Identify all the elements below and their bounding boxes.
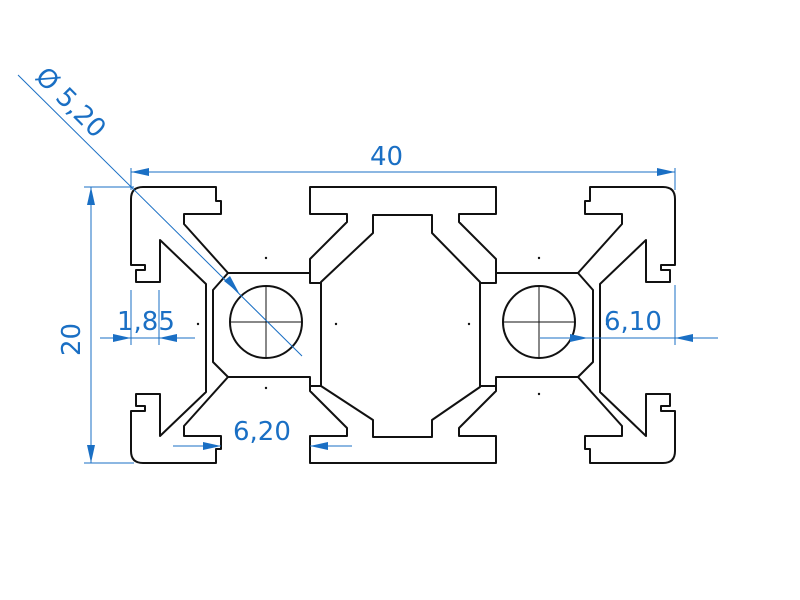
arrow-head bbox=[131, 168, 149, 176]
arrow-head bbox=[87, 445, 95, 463]
arrow-head bbox=[87, 187, 95, 205]
center-marks bbox=[196, 256, 609, 396]
center-mark bbox=[264, 256, 268, 260]
hole-diameter-label: Ø 5,20 bbox=[29, 62, 111, 144]
dimension-height: 20 bbox=[57, 186, 134, 464]
width-label: 40 bbox=[370, 142, 403, 172]
arrow-head bbox=[113, 334, 131, 342]
center-mark bbox=[264, 386, 268, 390]
dimension-width: 40 bbox=[130, 142, 676, 190]
arrow-head bbox=[203, 442, 221, 450]
arrow-head bbox=[675, 334, 693, 342]
profile-outline bbox=[130, 186, 676, 464]
arrow-head bbox=[310, 442, 328, 450]
center-mark bbox=[605, 322, 609, 326]
left-core bbox=[212, 272, 322, 387]
arrow-head bbox=[657, 168, 675, 176]
arrow-head bbox=[570, 334, 588, 342]
right-core bbox=[479, 272, 594, 387]
slot-depth-label: 6,10 bbox=[604, 307, 662, 337]
center-mark bbox=[196, 322, 200, 326]
center-mark bbox=[334, 322, 338, 326]
leader-line bbox=[17, 74, 303, 357]
center-mark bbox=[537, 256, 541, 260]
dimension-slot-opening: 6,20 bbox=[173, 417, 352, 450]
arrow-head bbox=[224, 276, 239, 293]
center-mark bbox=[537, 392, 541, 396]
dimension-wall-thickness: 1,85 bbox=[100, 290, 195, 345]
wall-thickness-label: 1,85 bbox=[117, 307, 175, 337]
arrow-head bbox=[159, 334, 177, 342]
slot-opening-label: 6,20 bbox=[233, 417, 291, 447]
height-label: 20 bbox=[57, 323, 87, 356]
center-mark bbox=[467, 322, 471, 326]
dimension-slot-depth: 6,10 bbox=[540, 285, 718, 345]
